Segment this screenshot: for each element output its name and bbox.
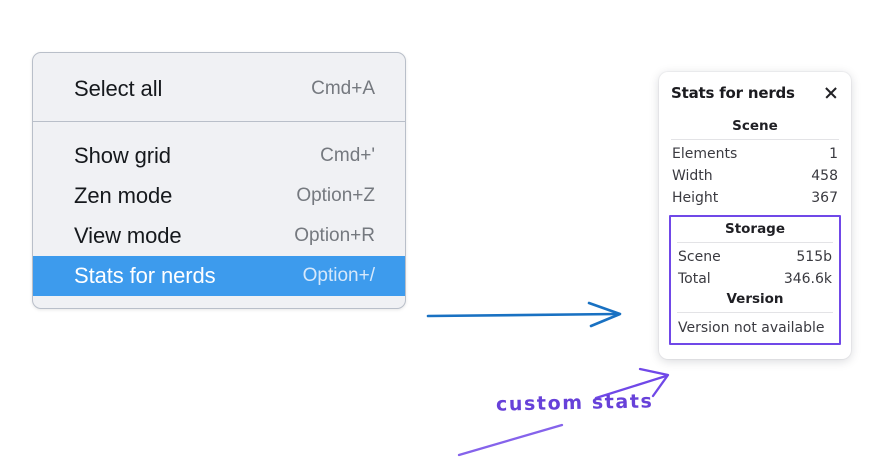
menu-item-select-all[interactable]: Select all Cmd+A xyxy=(33,69,405,109)
blue-pointer-arrow xyxy=(426,301,622,328)
menu-item-shortcut: Option+Z xyxy=(296,185,375,206)
stats-scene-section: Scene Elements 1 Width 458 Height 367 xyxy=(669,116,841,209)
stat-value: 458 xyxy=(811,168,838,184)
divider xyxy=(671,139,839,140)
menu-item-label: Zen mode xyxy=(74,183,173,208)
stat-value: 1 xyxy=(829,146,838,162)
stat-key: Total xyxy=(678,271,711,287)
stat-key: Height xyxy=(672,190,719,206)
storage-heading: Storage xyxy=(724,221,786,237)
stat-value: 515b xyxy=(796,249,832,265)
stats-panel-title: Stats for nerds xyxy=(671,84,795,102)
menu-item-zen-mode[interactable]: Zen mode Option+Z xyxy=(33,176,405,216)
stat-value: 367 xyxy=(811,190,838,206)
stat-key: Scene xyxy=(678,249,721,265)
menu-item-label: Stats for nerds xyxy=(74,263,216,288)
scene-heading: Scene xyxy=(732,118,778,134)
divider xyxy=(677,312,833,313)
menu-item-shortcut: Option+R xyxy=(294,225,375,246)
menu-item-label: Show grid xyxy=(74,143,171,168)
purple-underline-stroke xyxy=(457,423,564,457)
menu-item-label: View mode xyxy=(74,223,182,248)
stats-storage-section: Storage Scene 515b Total 346.6k xyxy=(675,220,835,290)
menu-item-shortcut: Cmd+A xyxy=(311,78,375,99)
menu-divider xyxy=(33,121,405,122)
stat-row: Scene 515b xyxy=(675,246,835,268)
menu-section-general: Select all Cmd+A xyxy=(33,53,405,121)
menu-item-shortcut: Cmd+' xyxy=(320,145,375,166)
custom-stats-highlight-box: Storage Scene 515b Total 346.6k Version … xyxy=(669,215,841,345)
divider xyxy=(677,242,833,243)
custom-stats-annotation-label: custom stats xyxy=(495,390,654,416)
menu-item-stats-for-nerds[interactable]: Stats for nerds Option+/ xyxy=(33,256,405,296)
stat-row: Width 458 xyxy=(669,165,841,187)
stat-row: Elements 1 xyxy=(669,143,841,165)
canvas-context-menu[interactable]: Select all Cmd+A Show grid Cmd+' Zen mod… xyxy=(32,52,406,309)
menu-section-view: Show grid Cmd+' Zen mode Option+Z View m… xyxy=(33,122,405,308)
close-icon[interactable] xyxy=(823,85,839,101)
stats-for-nerds-panel[interactable]: Stats for nerds Scene Elements 1 Width 4… xyxy=(659,72,851,359)
stat-value: 346.6k xyxy=(783,271,832,287)
stat-key: Elements xyxy=(672,146,738,162)
menu-item-label: Select all xyxy=(74,76,163,101)
stats-panel-header: Stats for nerds xyxy=(669,84,841,102)
stat-row: Height 367 xyxy=(669,187,841,209)
stats-version-section: Version Version not available xyxy=(675,290,835,338)
menu-item-shortcut: Option+/ xyxy=(302,265,375,286)
menu-item-view-mode[interactable]: View mode Option+R xyxy=(33,216,405,256)
stat-key: Width xyxy=(672,168,713,184)
version-heading: Version xyxy=(726,291,784,307)
version-value: Version not available xyxy=(678,320,825,336)
menu-item-show-grid[interactable]: Show grid Cmd+' xyxy=(33,136,405,176)
stat-row: Total 346.6k xyxy=(675,268,835,290)
